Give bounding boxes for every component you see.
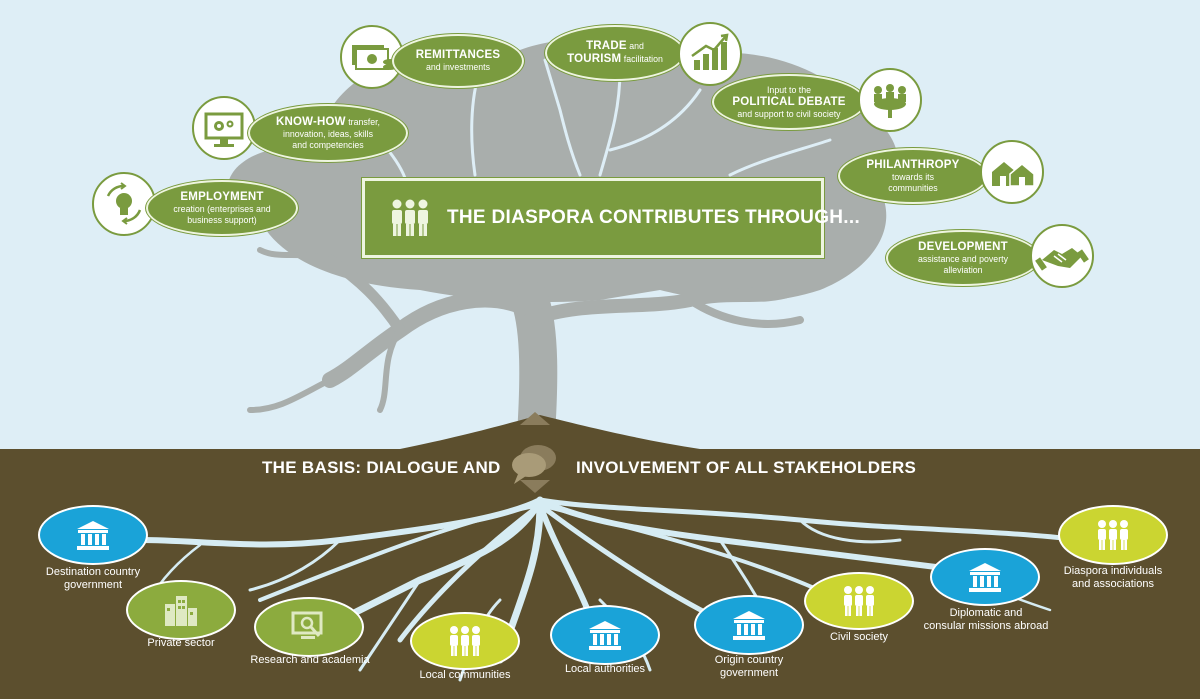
label-local-communities: Local communities (419, 669, 511, 681)
stakeholder-local-authorities (550, 605, 660, 665)
basis-left-text: THE BASIS: DIALOGUE AND (262, 458, 501, 477)
knowhow-sub1: transfer, (348, 117, 380, 127)
government-building-icon (77, 521, 109, 550)
stakeholder-destination-government (38, 505, 148, 565)
remittances-title: REMITTANCES (415, 49, 501, 62)
label-diplomatic-line1: Diplomatic and (949, 607, 1023, 619)
knowhow-sub2: innovation, ideas, skills (283, 129, 373, 139)
stakeholder-local-communities (410, 612, 520, 670)
tourism-title: TOURISM (567, 53, 622, 65)
government-building-icon (733, 611, 765, 640)
label-diaspora: Diaspora individuals and associations (1050, 565, 1176, 591)
development-title: DEVELOPMENT (918, 241, 1008, 253)
label-research-academia: Research and academia (250, 654, 370, 666)
people-group-icon (392, 199, 428, 236)
trade-and: and (629, 41, 644, 51)
stakeholder-private-sector (126, 580, 236, 640)
stakeholder-diaspora (1058, 505, 1168, 565)
government-building-icon (969, 563, 1001, 592)
stakeholder-research-academia (254, 597, 364, 657)
central-banner: THE DIASPORA CONTRIBUTES THROUGH... (362, 178, 860, 258)
label-private-sector: Private sector (147, 637, 215, 649)
label-diaspora-line1: Diaspora individuals (1063, 565, 1163, 577)
political-title: POLITICAL DEBATE (732, 95, 846, 108)
pill-political-debate: Input to the POLITICAL DEBATE and suppor… (712, 74, 866, 130)
knowhow-sub3: and competencies (292, 139, 364, 150)
label-origin-line2: government (719, 667, 779, 679)
pill-philanthropy: PHILANTHROPY towards its communities (838, 148, 988, 204)
knowhow-title: KNOW-HOW (275, 116, 346, 128)
stakeholder-diplomatic-missions (930, 548, 1040, 606)
label-diplomatic-missions: Diplomatic and consular missions abroad (916, 607, 1056, 633)
government-building-icon (589, 621, 621, 650)
philanthropy-sub1: towards its (891, 172, 935, 182)
political-pre: Input to the (766, 85, 812, 95)
employment-sub1: creation (enterprises and (173, 204, 271, 214)
pill-development: DEVELOPMENT assistance and poverty allev… (886, 230, 1040, 286)
employment-sub2: business support) (187, 214, 257, 225)
development-sub2: alleviation (943, 264, 983, 275)
label-origin-government: Origin country government (694, 654, 804, 680)
stakeholder-origin-government (694, 595, 804, 655)
philanthropy-title: PHILANTHROPY (866, 159, 960, 171)
houses-icon (980, 140, 1044, 204)
stakeholder-civil-society (804, 572, 914, 630)
banner-title: THE DIASPORA CONTRIBUTES THROUGH... (447, 207, 861, 228)
basis-right-text: INVOLVEMENT OF ALL STAKEHOLDERS (576, 458, 917, 477)
label-diaspora-line2: and associations (1072, 578, 1154, 590)
remittances-sub: and investments (425, 62, 491, 73)
people-group-icon (450, 626, 480, 656)
label-local-authorities: Local authorities (564, 663, 646, 675)
political-sub: and support to civil society (737, 108, 841, 119)
pill-know-how: KNOW-HOW transfer, innovation, ideas, sk… (248, 104, 408, 162)
label-destination-line1: Destination country (45, 566, 141, 578)
pill-employment: EMPLOYMENT creation (enterprises and bus… (146, 180, 298, 236)
screen-magnifier-icon (291, 611, 323, 639)
philanthropy-sub2: communities (888, 182, 938, 193)
label-diplomatic-line2: consular missions abroad (923, 620, 1049, 632)
label-destination-line2: government (63, 579, 123, 591)
computer-gears-icon (192, 96, 256, 160)
pill-remittances: REMITTANCES and investments (392, 34, 524, 88)
people-group-icon (1098, 520, 1128, 550)
label-origin-line1: Origin country (714, 654, 784, 666)
handshake-icon (1030, 224, 1094, 288)
people-group-icon (844, 586, 874, 616)
trade-title: TRADE (586, 40, 627, 52)
employment-title: EMPLOYMENT (180, 191, 264, 203)
speech-bubbles-icon (512, 445, 556, 484)
label-destination-government: Destination country government (38, 566, 148, 592)
development-sub1: assistance and poverty (918, 254, 1008, 264)
growth-chart-icon (678, 22, 742, 86)
money-icon (340, 25, 404, 89)
office-buildings-icon (165, 596, 197, 626)
mound-arrow (400, 412, 700, 493)
trade-sub: facilitation (623, 54, 663, 64)
meeting-table-icon (858, 68, 922, 132)
label-civil-society: Civil society (829, 631, 889, 643)
